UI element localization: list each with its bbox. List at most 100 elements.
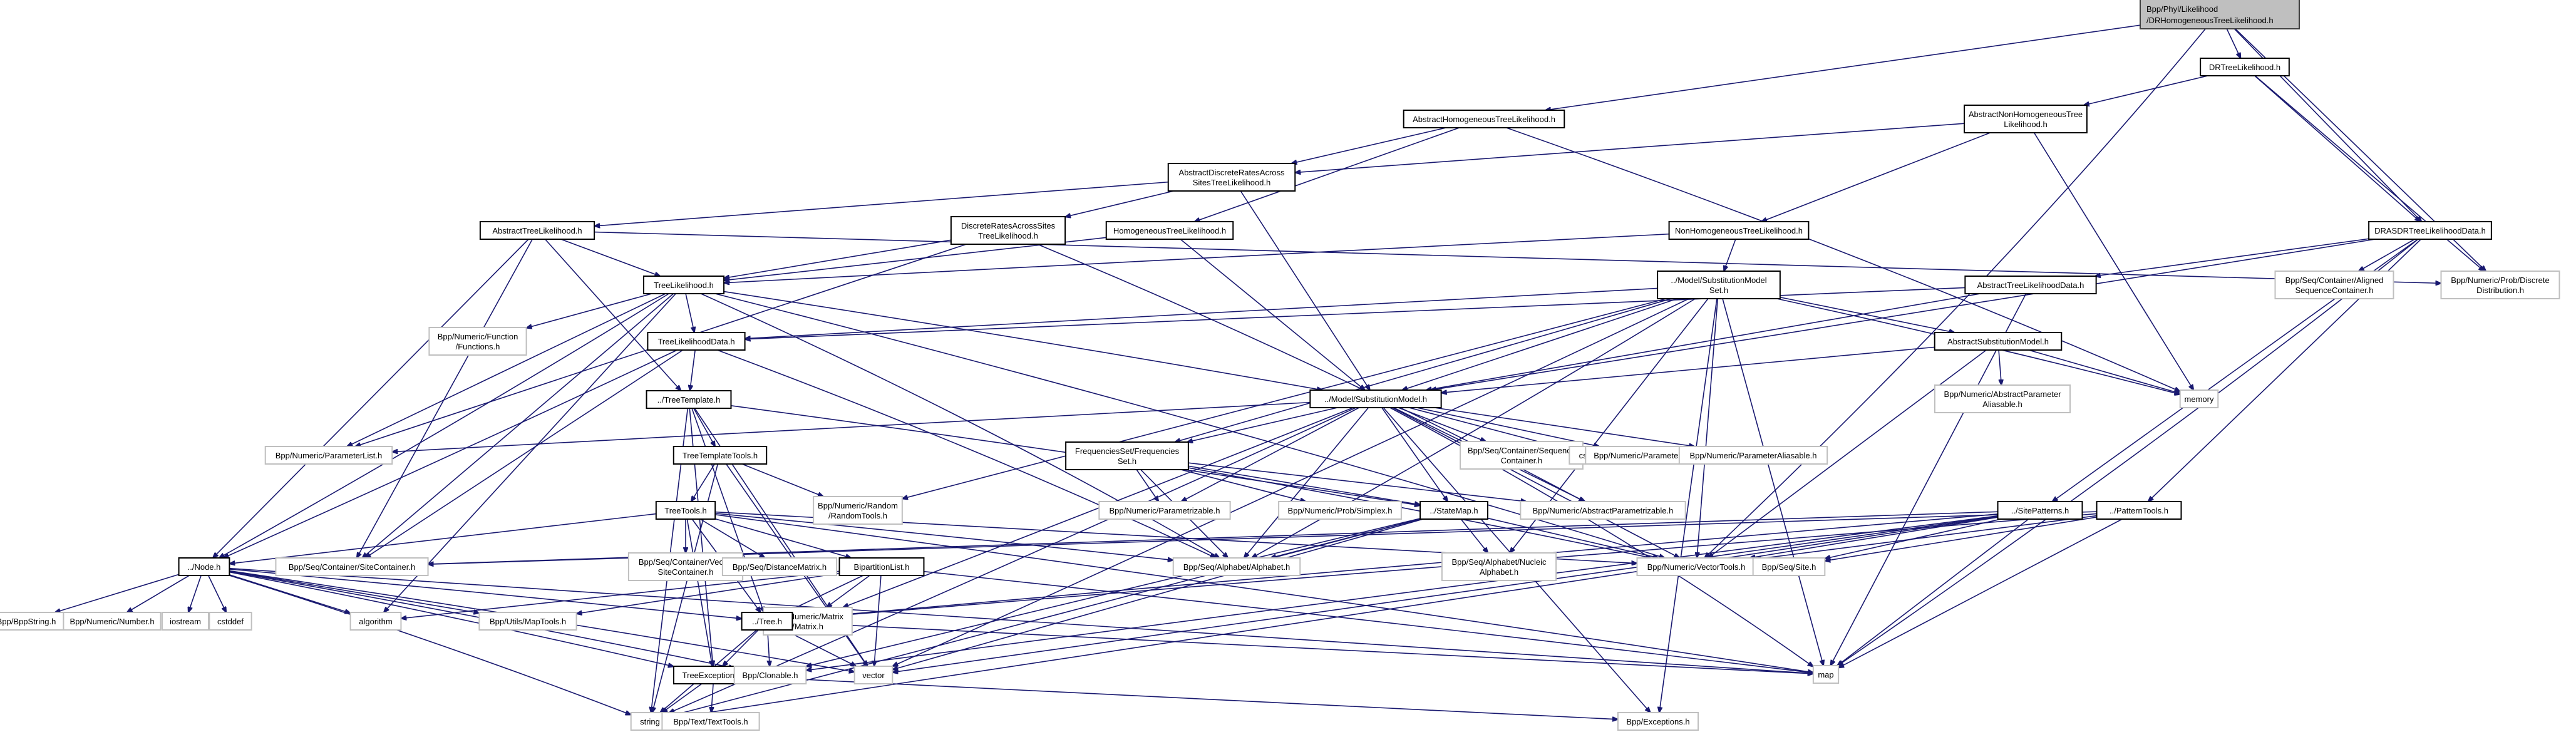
- node-label: Container.h: [1501, 456, 1543, 465]
- edge-root-to-ahtl: [1545, 24, 2141, 110]
- node-box: [1668, 221, 1810, 240]
- node-frequenciesset-frequenciesset-h[interactable]: FrequenciesSet/FrequenciesSet.h: [1065, 441, 1189, 470]
- edge-drasdr-to-sm: [1431, 239, 2376, 390]
- node-box: [349, 612, 402, 631]
- node-vector: vector: [853, 666, 894, 684]
- node-label: ../Model/SubstitutionModel: [1671, 276, 1766, 285]
- node-homogeneoustreelikelihood-h[interactable]: HomogeneousTreeLikelihood.h: [1105, 221, 1234, 240]
- node-label: DiscreteRatesAcrossSites: [961, 221, 1056, 230]
- edge-texc-to-texttools: [711, 683, 713, 713]
- node-model-substitutionmodel-h[interactable]: ../Model/SubstitutionModel.h: [1309, 389, 1442, 408]
- edge-bpl-to-algo: [401, 570, 840, 618]
- edge-bpl-to-vector: [874, 575, 882, 666]
- node-nonhomogeneoustreelikelihood-h[interactable]: NonHomogeneousTreeLikelihood.h: [1668, 221, 1810, 240]
- edge-trt-to-map: [715, 513, 1813, 673]
- node-sitepatterns-h[interactable]: ../SitePatterns.h: [1997, 501, 2083, 520]
- edge-htl-to-sm: [1180, 239, 1365, 390]
- node-bpp-exceptions-h: Bpp/Exceptions.h: [1617, 712, 1699, 731]
- edge-fs-to-smap: [1188, 465, 1420, 505]
- node-label: SiteContainer.h: [658, 567, 714, 577]
- node-box: [1419, 501, 1488, 520]
- edge-smap-to-nalpha: [1460, 518, 1488, 553]
- node-label: Bpp/Numeric/VectorTools.h: [1647, 562, 1746, 572]
- node-abstracthomogeneoustreelikelihood-h[interactable]: AbstractHomogeneousTreeLikelihood.h: [1403, 110, 1565, 128]
- node-label: Bpp/Clonable.h: [743, 671, 798, 680]
- node-abstracttreelikelihooddata-h[interactable]: AbstractTreeLikelihoodData.h: [1964, 276, 2097, 294]
- node-patterntools-h[interactable]: ../PatternTools.h: [2096, 501, 2182, 520]
- node-label: Bpp/Numeric/Prob/Simplex.h: [1288, 506, 1393, 515]
- edge-adrastl-to-sm: [1240, 190, 1370, 390]
- node-box: [1520, 501, 1686, 520]
- edge-tld-to-node: [224, 349, 677, 558]
- node-box: [0, 612, 65, 631]
- node-label: Bpp/Numeric/Function: [438, 332, 518, 341]
- node-node-h[interactable]: ../Node.h: [178, 557, 230, 576]
- node-bpp-phyl-likelihood-drhomogeneoustreelikelihood-h[interactable]: Bpp/Phyl/Likelihood/DRHomogeneousTreeLik…: [2140, 0, 2300, 29]
- edge-node-to-texc: [229, 571, 674, 667]
- node-drasdrtreelikelihooddata-h[interactable]: DRASDRTreeLikelihoodData.h: [2368, 221, 2492, 240]
- node-label: Bpp/Seq/Container/Vector: [639, 557, 733, 567]
- node-box: [838, 557, 925, 576]
- node-treetemplate-h[interactable]: ../TreeTemplate.h: [646, 390, 732, 409]
- edge-asm-to-sm: [1441, 346, 1935, 393]
- node-box: [1964, 276, 2097, 294]
- node-treelikelihooddata-h[interactable]: TreeLikelihoodData.h: [647, 332, 746, 351]
- node-bpp-seq-container-sequencecontainer-h: Bpp/Seq/Container/SequenceContainer.h: [1460, 441, 1584, 470]
- node-label: Set.h: [1709, 286, 1728, 295]
- node-treelikelihood-h[interactable]: TreeLikelihood.h: [642, 276, 725, 294]
- node-treetemplatetools-h[interactable]: TreeTemplateTools.h: [672, 446, 768, 465]
- node-drtreelikelihood-h[interactable]: DRTreeLikelihood.h: [2200, 58, 2290, 76]
- node-label: NonHomogeneousTreeLikelihood.h: [1675, 226, 1803, 235]
- node-label: Bpp/Seq/Site.h: [1762, 562, 1816, 572]
- edge-ahtl-to-adrastl: [1291, 127, 1446, 163]
- edge-adrastl-to-atl: [594, 181, 1168, 226]
- edge-sm-to-map: [1389, 407, 1813, 667]
- node-label: Alphabet.h: [1480, 567, 1518, 577]
- node-box: [642, 276, 725, 294]
- node-box: [428, 327, 527, 356]
- node-label: TreeExceptions.h: [683, 671, 746, 680]
- node-label: Bpp/Seq/DistanceMatrix.h: [733, 562, 827, 572]
- node-box: [1997, 501, 2083, 520]
- node-box: [1167, 163, 1296, 192]
- node-label: Aliasable.h: [1982, 400, 2022, 409]
- node-abstracttreelikelihood-h[interactable]: AbstractTreeLikelihood.h: [479, 221, 595, 240]
- edge-sms-to-asm: [1780, 296, 1955, 332]
- node-label: Set.h: [1118, 456, 1136, 466]
- node-label: Bpp/Numeric/Prob/Discrete: [2451, 276, 2550, 285]
- node-treetools-h[interactable]: TreeTools.h: [655, 501, 716, 520]
- edge-trt-to-texc: [686, 518, 712, 666]
- node-abstractdiscreteratesacrosssitestreelikelihood-h[interactable]: AbstractDiscreteRatesAcrossSitesTreeLike…: [1167, 163, 1296, 192]
- edge-drtl-to-pdd: [2254, 75, 2484, 271]
- node-box: [275, 557, 429, 576]
- edge-sm-to-matrix: [843, 407, 1354, 607]
- node-algorithm: algorithm: [349, 612, 402, 631]
- node-label: ../Node.h: [188, 562, 221, 572]
- node-statemap-h[interactable]: ../StateMap.h: [1419, 501, 1488, 520]
- node-label: map: [1818, 670, 1833, 679]
- node-box: [479, 221, 595, 240]
- edge-atl-to-sitec: [357, 239, 533, 558]
- node-box: [733, 666, 807, 684]
- edge-drtl-to-drasdr: [2254, 75, 2420, 222]
- edge-adrastl-to-drastl: [1065, 190, 1174, 217]
- edge-sm-to-parz: [1182, 407, 1359, 502]
- node-label: TreeTools.h: [664, 506, 706, 515]
- node-bipartitionlist-h[interactable]: BipartitionList.h: [838, 557, 925, 576]
- node-abstractsubstitutionmodel-h[interactable]: AbstractSubstitutionModel.h: [1934, 332, 2063, 351]
- node-bpp-text-texttools-h: Bpp/Text/TextTools.h: [661, 712, 760, 731]
- edge-tl-to-plist: [347, 293, 666, 446]
- edge-tld-to-sitec: [365, 349, 684, 558]
- node-memory: memory: [2179, 389, 2219, 408]
- node-label: Distribution.h: [2476, 286, 2524, 295]
- node-tree-h[interactable]: ../Tree.h: [741, 612, 793, 631]
- node-bpp-numeric-prob-simplex-h: Bpp/Numeric/Prob/Simplex.h: [1278, 501, 1402, 520]
- edge-sitepat-to-map: [1837, 518, 2029, 666]
- edge-drasdr-to-map: [1838, 239, 2419, 666]
- edge-tld-to-tt: [690, 349, 696, 391]
- node-label: ../Model/SubstitutionModel.h: [1324, 394, 1427, 404]
